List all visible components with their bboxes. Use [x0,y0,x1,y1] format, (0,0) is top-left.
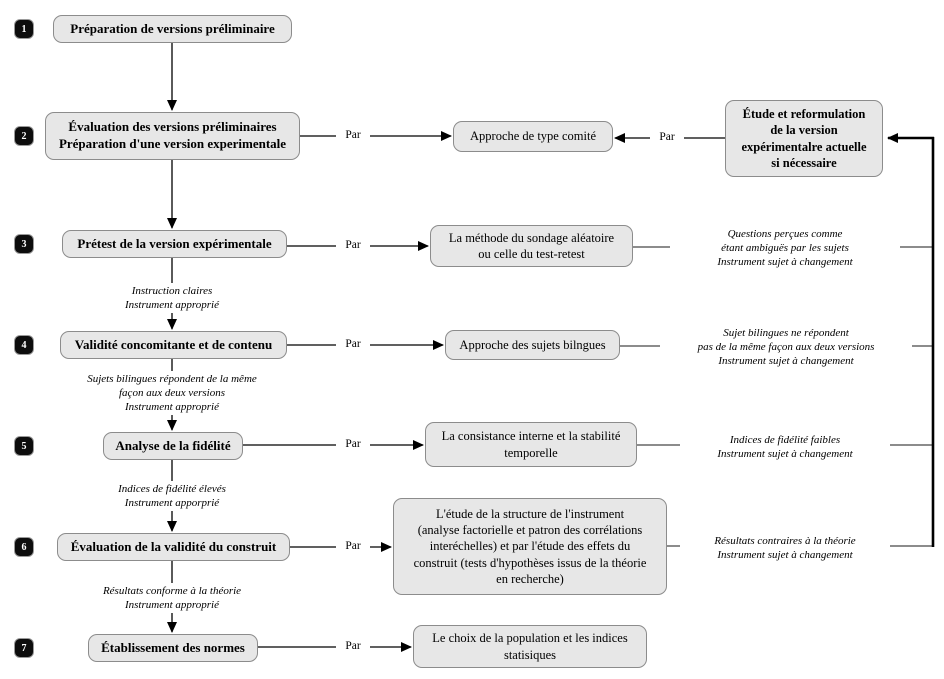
par-label-6: Par [336,540,370,552]
step-6-method-box: L'étude de la structure de l'instrument … [393,498,667,595]
step-5-badge: 5 [14,436,34,456]
step-5-feedback-note: Indices de fidélité faibles Instrument s… [680,432,890,463]
step-3-box: Prétest de la version expérimentale [62,230,287,258]
step-5-box: Analyse de la fidélité [103,432,243,460]
step-3-outcome-note: Instruction claires Instrument approprié [92,283,252,314]
step-6-outcome-note: Résultats conforme à la théorie Instrume… [72,583,272,614]
step-4-outcome-note: Sujets bilingues répondent de la même fa… [57,371,287,416]
step-3-method-box: La méthode du sondage aléatoire ou celle… [430,225,633,267]
step-7-box: Établissement des normes [88,634,258,662]
step-6-feedback-note: Résultats contraires à la théorie Instru… [680,533,890,564]
step-3-feedback-note: Questions perçues comme étant ambiguës p… [670,226,900,271]
step-2-method-box: Approche de type comité [453,121,613,152]
step-1-badge: 1 [14,19,34,39]
par-label-7: Par [336,640,370,652]
step-7-badge: 7 [14,638,34,658]
par-label-4: Par [336,338,370,350]
par-label-2-left: Par [336,129,370,141]
step-2-box: Évaluation des versions préliminaires Pr… [45,112,300,160]
par-label-2-right: Par [650,131,684,143]
step-5-outcome-note: Indices de fidélité élevés Instrument ap… [87,481,257,512]
step-3-badge: 3 [14,234,34,254]
step-4-feedback-note: Sujet bilingues ne répondent pas de la m… [660,325,912,370]
step-4-box: Validité concomitante et de contenu [60,331,287,359]
step-7-method-box: Le choix de la population et les indices… [413,625,647,668]
step-6-badge: 6 [14,537,34,557]
step-1-box: Préparation de versions préliminaire [53,15,292,43]
step-6-box: Évaluation de la validité du construit [57,533,290,561]
par-label-3: Par [336,239,370,251]
step-2-badge: 2 [14,126,34,146]
step-4-badge: 4 [14,335,34,355]
step-5-method-box: La consistance interne et la stabilité t… [425,422,637,467]
par-label-5: Par [336,438,370,450]
step-4-method-box: Approche des sujets bilngues [445,330,620,360]
revision-box: Étude et reformulation de la version exp… [725,100,883,177]
